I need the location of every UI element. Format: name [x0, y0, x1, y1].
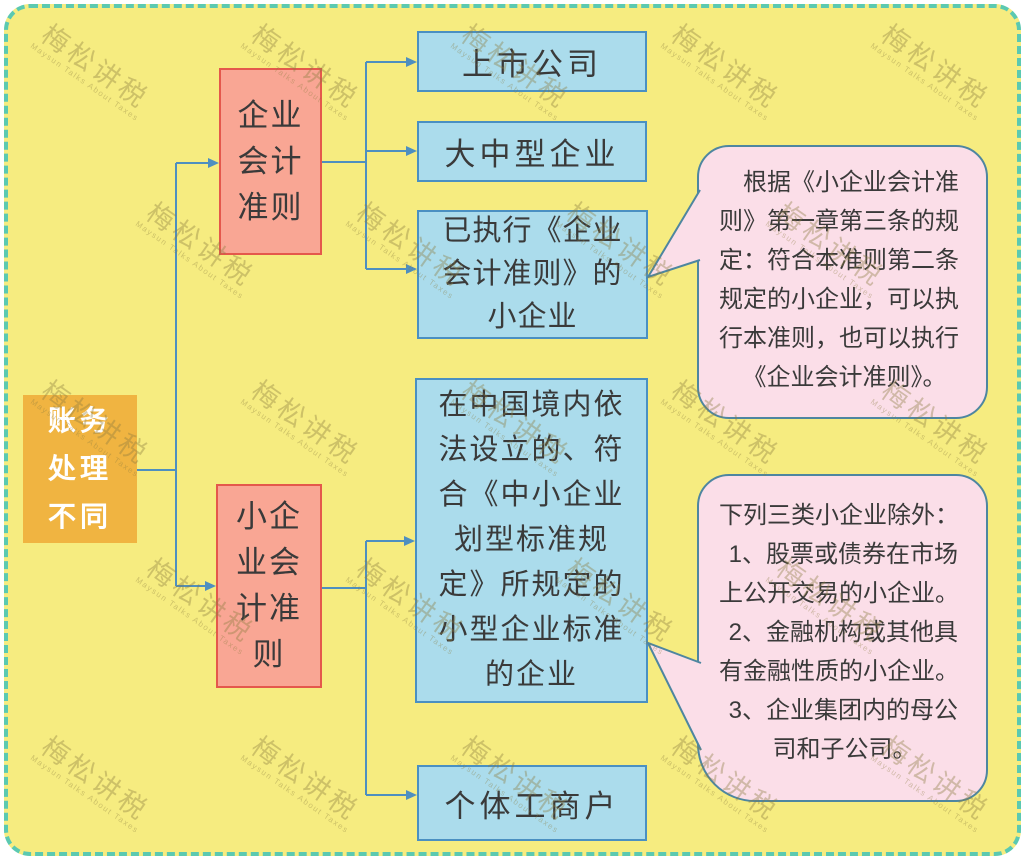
node-label: 不同: [47, 501, 112, 532]
callout-text: 司和子公司。: [772, 736, 917, 763]
arrowhead-icon: [406, 146, 417, 156]
callout-rule-note: 根据《小企业会计准 则》第一章第三条的规 定：符合本准则第二条 规定的小企业，可…: [697, 145, 988, 419]
node-small-enterprise-executed-standard: 已执行《企业 会计准则》的 小企业: [417, 210, 648, 339]
callout-text: 规定的小企业，可以执: [719, 286, 959, 313]
node-large-medium-enterprise: 大中型企业: [417, 121, 647, 182]
node-label: 企业: [237, 97, 304, 133]
node-label: 小型企业标准: [438, 614, 625, 646]
arrowhead-icon: [205, 581, 216, 591]
callout-exception-note: 下列三类小企业除外： 1、股票或债券在市场 上公开交易的小企业。 2、金融机构或…: [697, 474, 988, 802]
node-label: 合《中小企业: [438, 479, 625, 511]
node-individual-business: 个体工商户: [417, 765, 647, 841]
callout-text: 下列三类小企业除外：: [719, 502, 959, 529]
arrowhead-icon: [406, 57, 417, 67]
callout-text: 《企业会计准则》。: [742, 364, 947, 391]
node-label: 个体工商户: [444, 788, 620, 824]
callout-text: 则》第一章第三条的规: [719, 208, 959, 235]
node-label: 已执行《企业: [442, 215, 623, 247]
callout-text: 有金融性质的小企业。: [719, 658, 959, 685]
node-label: 账务: [47, 405, 112, 436]
node-label: 处理: [47, 453, 112, 484]
node-label: 计准: [236, 591, 302, 626]
node-small-enterprise-accounting-standards: 小企 业会 计准 则: [216, 484, 322, 688]
node-label: 上市公司: [462, 47, 602, 82]
node-label: 划型标准规: [453, 524, 609, 556]
callout-text: 3、企业集团内的母公: [728, 697, 958, 724]
callout-text: 1、股票或债券在市场: [728, 541, 958, 568]
node-label: 会计准则》的: [442, 258, 623, 290]
arrowhead-icon: [208, 158, 219, 168]
node-label: 会计: [237, 143, 304, 179]
node-label: 大中型企业: [444, 137, 620, 172]
callout-text: 根据《小企业会计准: [743, 169, 959, 196]
node-label: 法设立的、符: [438, 434, 625, 466]
callout-text: 行本准则，也可以执行: [719, 325, 959, 352]
arrowhead-icon: [404, 536, 415, 546]
node-label: 定》所规定的: [438, 569, 625, 601]
callout-text: 2、金融机构或其他具: [728, 619, 958, 646]
node-label: 小企: [236, 499, 302, 534]
callout-text: 定：符合本准则第二条: [719, 247, 959, 274]
node-label: 准则: [237, 189, 304, 225]
node-enterprise-accounting-standards: 企业 会计 准则: [219, 68, 322, 255]
node-label: 则: [252, 637, 286, 672]
arrowhead-icon: [406, 264, 417, 274]
node-account-treatment-differs: 账务 处理 不同: [23, 395, 137, 543]
node-listed-company: 上市公司: [417, 31, 647, 92]
arrowhead-icon: [406, 790, 417, 800]
node-label: 业会: [236, 545, 302, 580]
node-label: 在中国境内依: [438, 389, 625, 421]
node-label: 的企业: [484, 659, 578, 691]
node-qualified-small-enterprise: 在中国境内依 法设立的、符 合《中小企业 划型标准规 定》所规定的 小型企业标准…: [415, 378, 648, 703]
node-label: 小企业: [487, 301, 578, 333]
callout-text: 上公开交易的小企业。: [719, 580, 959, 607]
